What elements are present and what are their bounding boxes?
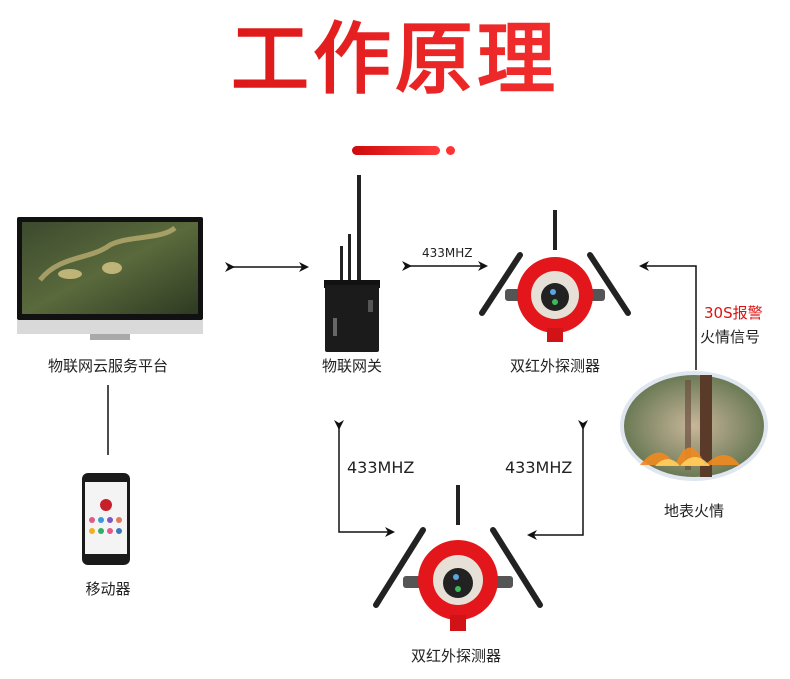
gateway-device-icon [324,175,380,352]
label-ground-fire: 地表火情 [663,502,724,520]
label-cloud-platform: 物联网云服务平台 [47,357,168,375]
freq-right-loop: 433MHZ [505,458,573,477]
freq-gateway-detector: 433MHZ [422,246,473,260]
label-detector-bottom: 双红外探测器 [410,647,501,665]
page-title: 工作原理 [0,10,790,110]
arrow-left-loop [334,420,395,537]
label-detector-top: 双红外探测器 [509,357,600,375]
freq-left-loop: 433MHZ [347,458,415,477]
alarm-time-label: 30S报警 [704,304,763,322]
title-underline-bar [352,146,440,155]
forest-fire-photo-icon [620,371,768,481]
title-underline-dot [446,146,455,155]
smartphone-icon [82,473,130,565]
monitor-icon [17,217,203,340]
arrow-fire-to-detector [639,261,697,370]
arrow-right-loop [527,420,588,540]
flame-detector-icon-bottom [373,485,543,631]
label-mobile: 移动器 [85,580,131,598]
flame-detector-icon-top [479,210,631,342]
alarm-signal-label: 火情信号 [700,328,761,346]
label-gateway: 物联网关 [321,357,382,375]
